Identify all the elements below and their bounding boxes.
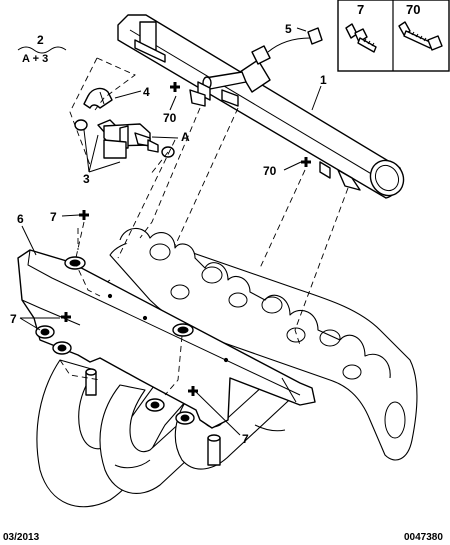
rail-support-bracket xyxy=(17,249,316,429)
callout-labels: 1 5 4 70 A 3 70 6 7 7 7 xyxy=(10,22,327,446)
callout-screw-7-left: 7 xyxy=(10,312,17,326)
callout-screw-70-top: 70 xyxy=(163,111,177,125)
footer-reference: 0047380 xyxy=(404,532,443,543)
callout-injector: A xyxy=(181,130,190,144)
intake-manifold xyxy=(36,227,418,508)
fuel-rail xyxy=(117,14,405,199)
set-composition-note: 2 A + 3 xyxy=(17,33,67,65)
callout-support: 6 xyxy=(17,212,24,226)
bracket-screw-marks xyxy=(61,82,311,396)
plus-marker-7-bottom xyxy=(188,386,198,396)
plus-marker-70-right xyxy=(301,157,311,167)
set-number: 2 xyxy=(37,33,44,47)
callout-clip: 4 xyxy=(143,85,150,99)
callout-rail: 1 xyxy=(320,73,327,87)
screw-7-icon xyxy=(345,23,377,53)
callout-screw-7-top: 7 xyxy=(50,210,57,224)
set-formula: A + 3 xyxy=(22,53,48,65)
upper-o-ring xyxy=(74,119,88,131)
plus-marker-70-top xyxy=(170,82,180,92)
assembly-guide-lines xyxy=(59,57,349,396)
pressure-sensor xyxy=(267,27,323,53)
fuel-injector xyxy=(74,119,175,159)
legend-label-7: 7 xyxy=(357,2,364,17)
screw-70-icon xyxy=(398,21,443,51)
callout-screw-70-right: 70 xyxy=(263,164,277,178)
plus-marker-7-top xyxy=(79,210,89,220)
leader-lines xyxy=(19,27,322,436)
callout-seal-set: 3 xyxy=(83,172,90,186)
callout-sensor: 5 xyxy=(285,22,292,36)
footer-date: 03/2013 xyxy=(3,532,40,543)
plus-marker-7-left xyxy=(61,312,71,322)
fastener-legend-box: 7 70 xyxy=(337,0,450,72)
callout-screw-7-bottom: 7 xyxy=(242,432,249,446)
legend-label-70: 70 xyxy=(406,2,420,17)
footer: 03/2013 0047380 xyxy=(3,532,443,543)
injector-clip xyxy=(83,87,113,109)
